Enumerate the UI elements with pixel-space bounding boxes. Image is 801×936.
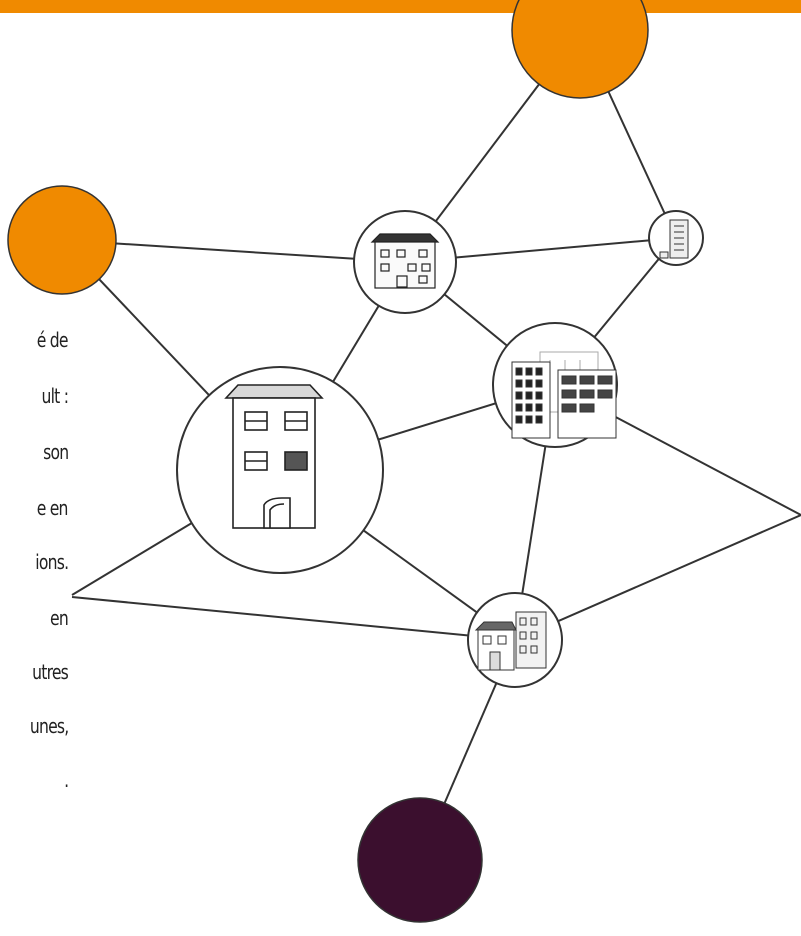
paragraph-line: e en	[37, 496, 69, 520]
paragraph-line: unes,	[29, 714, 68, 738]
mixed-buildings-icon	[474, 611, 547, 671]
node-apartment-building	[353, 210, 457, 314]
dark-node-bottom	[357, 797, 483, 923]
office-buildings-icon	[511, 351, 617, 439]
node-house	[176, 366, 384, 574]
node-mixed-buildings	[467, 592, 563, 688]
tall-tower-icon	[659, 219, 689, 259]
orange-node-left	[7, 185, 117, 295]
house-icon	[224, 384, 324, 529]
paragraph-line: son	[42, 440, 69, 464]
paragraph-line: utres	[32, 660, 69, 684]
edge	[61, 239, 406, 263]
edge	[514, 514, 801, 641]
paragraph-line: ult :	[41, 384, 68, 408]
apartment-building-icon	[370, 233, 440, 289]
network-edges	[61, 29, 801, 861]
paragraph-line: é de	[37, 328, 69, 352]
paragraph-line: en	[50, 606, 69, 630]
orange-node-top	[511, 0, 649, 99]
node-office-buildings	[492, 322, 618, 448]
edge	[71, 596, 516, 641]
paragraph-line: .	[63, 768, 69, 792]
paragraph-line: ions.	[35, 550, 69, 574]
node-tall-tower	[648, 210, 704, 266]
